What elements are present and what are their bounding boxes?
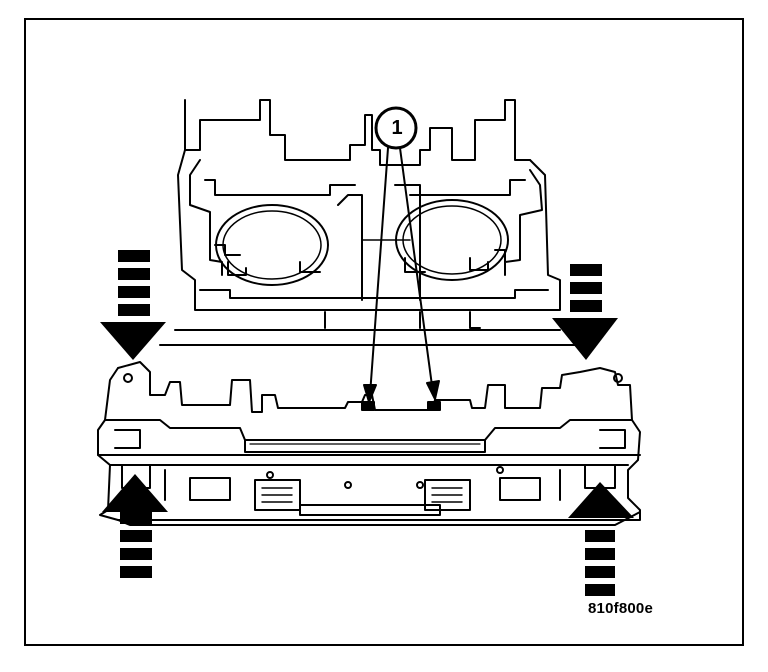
center-divider xyxy=(337,194,421,301)
press-arrow-top-left xyxy=(100,250,166,360)
left-circular-opening xyxy=(215,204,329,286)
callout-leaders xyxy=(363,147,440,403)
retaining-clips xyxy=(361,401,441,411)
press-arrow-top-right xyxy=(552,264,618,360)
press-arrow-bottom-right xyxy=(568,482,634,596)
rear-housing xyxy=(159,99,576,346)
figure-id-label: 810f800e xyxy=(588,600,653,617)
callout-circle xyxy=(374,106,418,150)
press-arrow-bottom-left xyxy=(102,474,168,578)
callout-number: 1 xyxy=(391,117,403,139)
